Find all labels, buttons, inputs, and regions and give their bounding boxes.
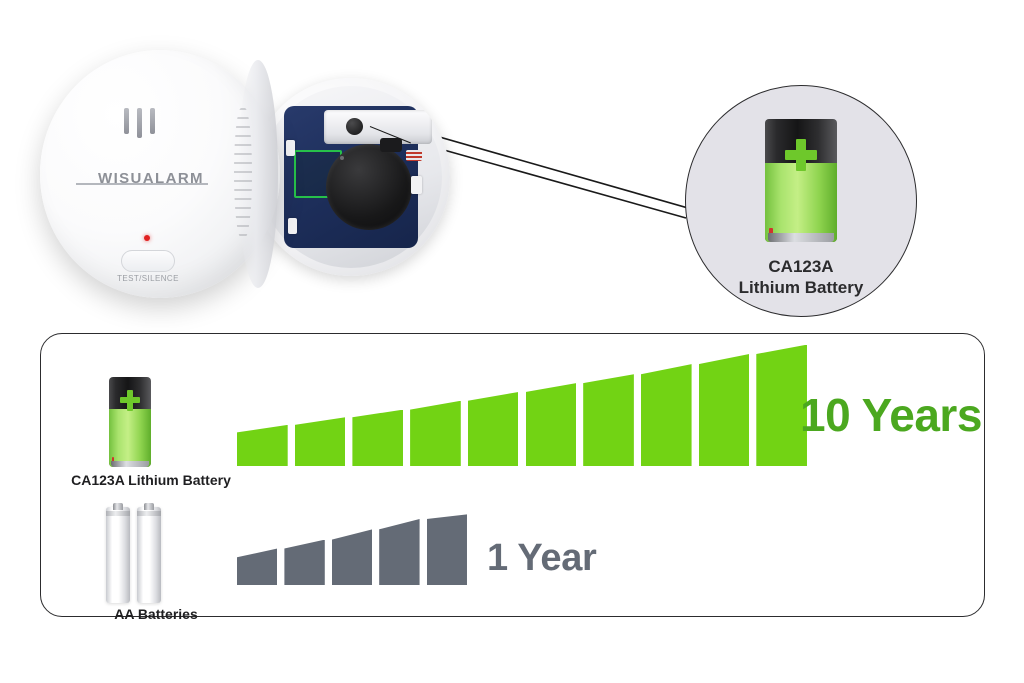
smoke-sensor-chamber <box>326 144 412 230</box>
battery-red-mark <box>111 457 114 464</box>
battery-body <box>109 377 151 467</box>
detector-cover-edge <box>238 60 278 288</box>
detector-cover: WISUALARM TEST/SILENCE <box>40 50 280 298</box>
chart-bar <box>698 354 750 466</box>
aa-cell-terminal <box>113 503 123 510</box>
aa-cell-band <box>106 511 130 516</box>
chart-bar <box>583 374 634 466</box>
chart-bar <box>294 417 346 466</box>
battery-life-comparison-panel: CA123A Lithium Battery AA Batteries <box>40 333 985 622</box>
vent-slots <box>234 108 252 238</box>
chart-bar <box>352 409 404 466</box>
circuit-board <box>284 106 432 248</box>
battery-base-contact <box>110 461 150 467</box>
resistor-component <box>406 150 422 161</box>
chart-bar <box>756 344 807 466</box>
chart-bar <box>410 400 461 466</box>
pcb-clip-lower <box>288 218 297 234</box>
smoke-detector-photo: WISUALARM TEST/SILENCE <box>40 50 450 320</box>
ca123a-battery-icon-small <box>109 371 151 467</box>
lithium-duration-text: 10 Years <box>800 389 982 441</box>
chart-bar <box>237 548 278 585</box>
lithium-bar-group <box>237 344 807 466</box>
coin-cell-component <box>346 118 363 135</box>
battery-base-contact <box>767 233 835 242</box>
aa-cell-terminal <box>144 503 154 510</box>
chart-bar <box>379 519 420 585</box>
chart-bar <box>426 514 467 585</box>
battery-body <box>765 119 837 242</box>
test-silence-label: TEST/SILENCE <box>117 274 179 283</box>
test-silence-button[interactable] <box>121 250 175 272</box>
status-led-indicator <box>144 235 150 241</box>
chart-bar <box>467 391 519 466</box>
battery-callout-circle: CA123A Lithium Battery <box>685 85 917 317</box>
ca123a-battery-icon-large <box>765 110 837 242</box>
chart-bar <box>525 383 577 466</box>
brand-logo: WISUALARM <box>76 170 226 187</box>
plus-terminal-icon-bar <box>120 397 140 403</box>
chart-bar <box>284 539 325 585</box>
aa-row-label: AA Batteries <box>114 606 198 622</box>
chart-bar <box>331 529 373 585</box>
brand-name: WISUALARM <box>98 170 204 187</box>
battery-red-mark <box>769 228 773 238</box>
speaker-grille-icon <box>124 108 164 138</box>
pcb-clip-right <box>411 176 422 194</box>
battery-compartment <box>324 110 432 144</box>
chart-bar <box>237 424 288 466</box>
black-chip <box>380 138 402 152</box>
aa-batteries-icon <box>106 503 161 603</box>
lithium-row-label: CA123A Lithium Battery <box>71 472 231 488</box>
battery-charge-fill <box>109 409 151 467</box>
battery-charge-fill <box>765 163 837 242</box>
pcb-clip-left <box>286 140 295 156</box>
aa-cell <box>106 503 130 603</box>
callout-battery-line1: CA123A <box>768 257 834 276</box>
plus-terminal-icon-bar <box>785 150 817 160</box>
chart-bar <box>640 364 692 466</box>
brand-underline <box>76 183 208 185</box>
aa-bar-group <box>237 514 467 585</box>
callout-battery-line2: Lithium Battery <box>738 278 864 298</box>
aa-duration-text: 1 Year <box>487 537 597 579</box>
callout-battery-label: CA123A Lithium Battery <box>739 256 864 298</box>
aa-cell <box>137 503 161 603</box>
aa-cell-band <box>137 511 161 516</box>
detector-base-open <box>252 78 450 276</box>
